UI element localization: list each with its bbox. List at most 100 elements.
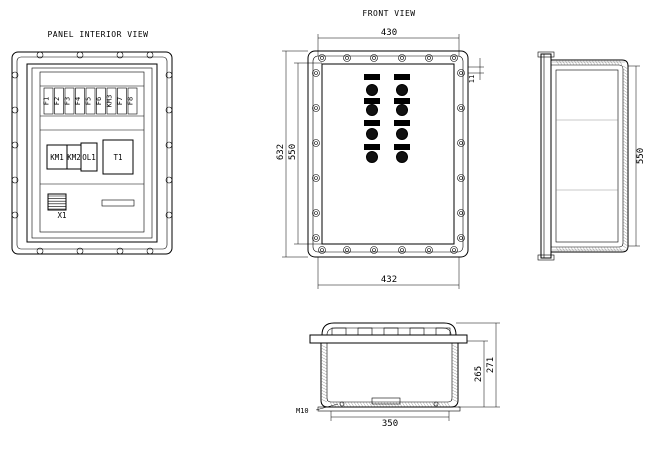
bolt-hole	[76, 247, 84, 255]
legend-plate	[364, 120, 380, 126]
bottom-flange	[309, 334, 468, 344]
bolt-hole	[11, 141, 19, 149]
bolt-hole	[146, 247, 154, 255]
legend-plate	[394, 98, 410, 104]
flange-bolts	[11, 51, 173, 255]
dim-bottom-height-1: 265	[474, 366, 484, 382]
fuse-holder	[75, 87, 85, 115]
fuse-label: F6	[95, 97, 103, 105]
legend-plate	[364, 74, 380, 80]
cover-bolt	[450, 246, 458, 254]
fuse-holder	[96, 87, 106, 115]
bolt-hole	[165, 176, 173, 184]
overload-ol1	[80, 142, 98, 172]
transformer-t1	[102, 139, 134, 175]
side-wall-hatch	[555, 59, 629, 253]
side-cavity	[555, 69, 619, 243]
panel-inner-wall	[26, 63, 158, 243]
cover-bolt	[425, 54, 433, 62]
fuse-holder	[106, 87, 117, 115]
cover-bolt	[457, 174, 465, 182]
bolt-hole	[11, 71, 19, 79]
dim-side-height: 550	[636, 148, 646, 164]
fuse-label: F5	[85, 97, 93, 105]
bolt-hole	[146, 51, 154, 59]
bolt-hole	[165, 106, 173, 114]
push-button	[366, 151, 378, 163]
front-enclosure-outline	[307, 50, 469, 258]
cover-bolt	[457, 209, 465, 217]
front-view-title: FRONT VIEW	[362, 9, 415, 18]
push-button	[396, 151, 408, 163]
bolt-label: M10	[296, 407, 309, 415]
fuse-holder	[54, 87, 64, 115]
dim-front-bottom: 432	[381, 275, 397, 285]
front-cover	[321, 63, 455, 245]
cover-bolt	[343, 246, 351, 254]
x1-label: X1	[57, 211, 66, 220]
legend-plate	[394, 74, 410, 80]
cover-bolt	[457, 139, 465, 147]
terminal-block-x1	[47, 193, 67, 211]
fuse-holder	[64, 87, 75, 115]
km2-label: KM2	[67, 153, 81, 162]
cover-bolt	[370, 54, 378, 62]
cover-bolt	[457, 69, 465, 77]
bolt-hole	[165, 71, 173, 79]
dim-front-top: 430	[381, 28, 397, 38]
cover-bolt	[370, 246, 378, 254]
dim-bottom-height-2: 271	[486, 357, 496, 373]
cover-bolt	[312, 139, 320, 147]
bolt-hole	[11, 176, 19, 184]
fuse-label: F2	[53, 97, 61, 105]
fuse-label: F8	[127, 97, 135, 105]
legend-plate	[364, 144, 380, 150]
side-body	[551, 59, 629, 253]
bolt-hole	[76, 51, 84, 59]
fuse-label: F4	[74, 97, 82, 105]
bolt-hole	[116, 247, 124, 255]
fuse-label: F3	[64, 97, 72, 105]
cover-bolt	[318, 54, 326, 62]
push-button	[366, 128, 378, 140]
cover-bolt	[457, 234, 465, 242]
push-button	[366, 84, 378, 96]
push-button	[396, 128, 408, 140]
dim-front-height-inner: 550	[288, 144, 298, 160]
cover-bolt	[312, 234, 320, 242]
bolt-hole	[116, 51, 124, 59]
cover-bolt	[398, 246, 406, 254]
legend-plate	[394, 144, 410, 150]
cover-bolt	[457, 104, 465, 112]
km1-label: KM1	[50, 153, 64, 162]
bolt-hole	[11, 106, 19, 114]
side-flange	[540, 53, 552, 259]
fuse-holder	[117, 87, 127, 115]
dim-front-height-outer: 632	[276, 144, 286, 160]
fuse-label: F7	[116, 97, 124, 105]
cover-bolt	[318, 246, 326, 254]
side-view: 550	[537, 51, 646, 261]
fuse-label: F1	[43, 97, 51, 105]
push-button	[366, 104, 378, 116]
bottom-view: M10 350 265 271	[296, 322, 500, 429]
cover-bolt	[398, 54, 406, 62]
cover-bolt	[425, 246, 433, 254]
fuse-holder	[43, 87, 54, 115]
front-view: FRONT VIEW 430 632 550 11 432	[276, 9, 484, 289]
cover-bolt	[450, 54, 458, 62]
dim-bottom-width: 350	[382, 419, 398, 429]
cover-bolt	[312, 174, 320, 182]
ol1-label: OL1	[82, 153, 96, 162]
dim-flange: 11	[468, 75, 476, 83]
bolt-hole	[11, 211, 19, 219]
bottom-body	[320, 343, 459, 408]
bolt-hole	[36, 51, 44, 59]
cover-bolt	[312, 104, 320, 112]
bolt-hole	[165, 141, 173, 149]
fuse-label: KM3	[106, 95, 114, 108]
bolt-hole	[165, 211, 173, 219]
